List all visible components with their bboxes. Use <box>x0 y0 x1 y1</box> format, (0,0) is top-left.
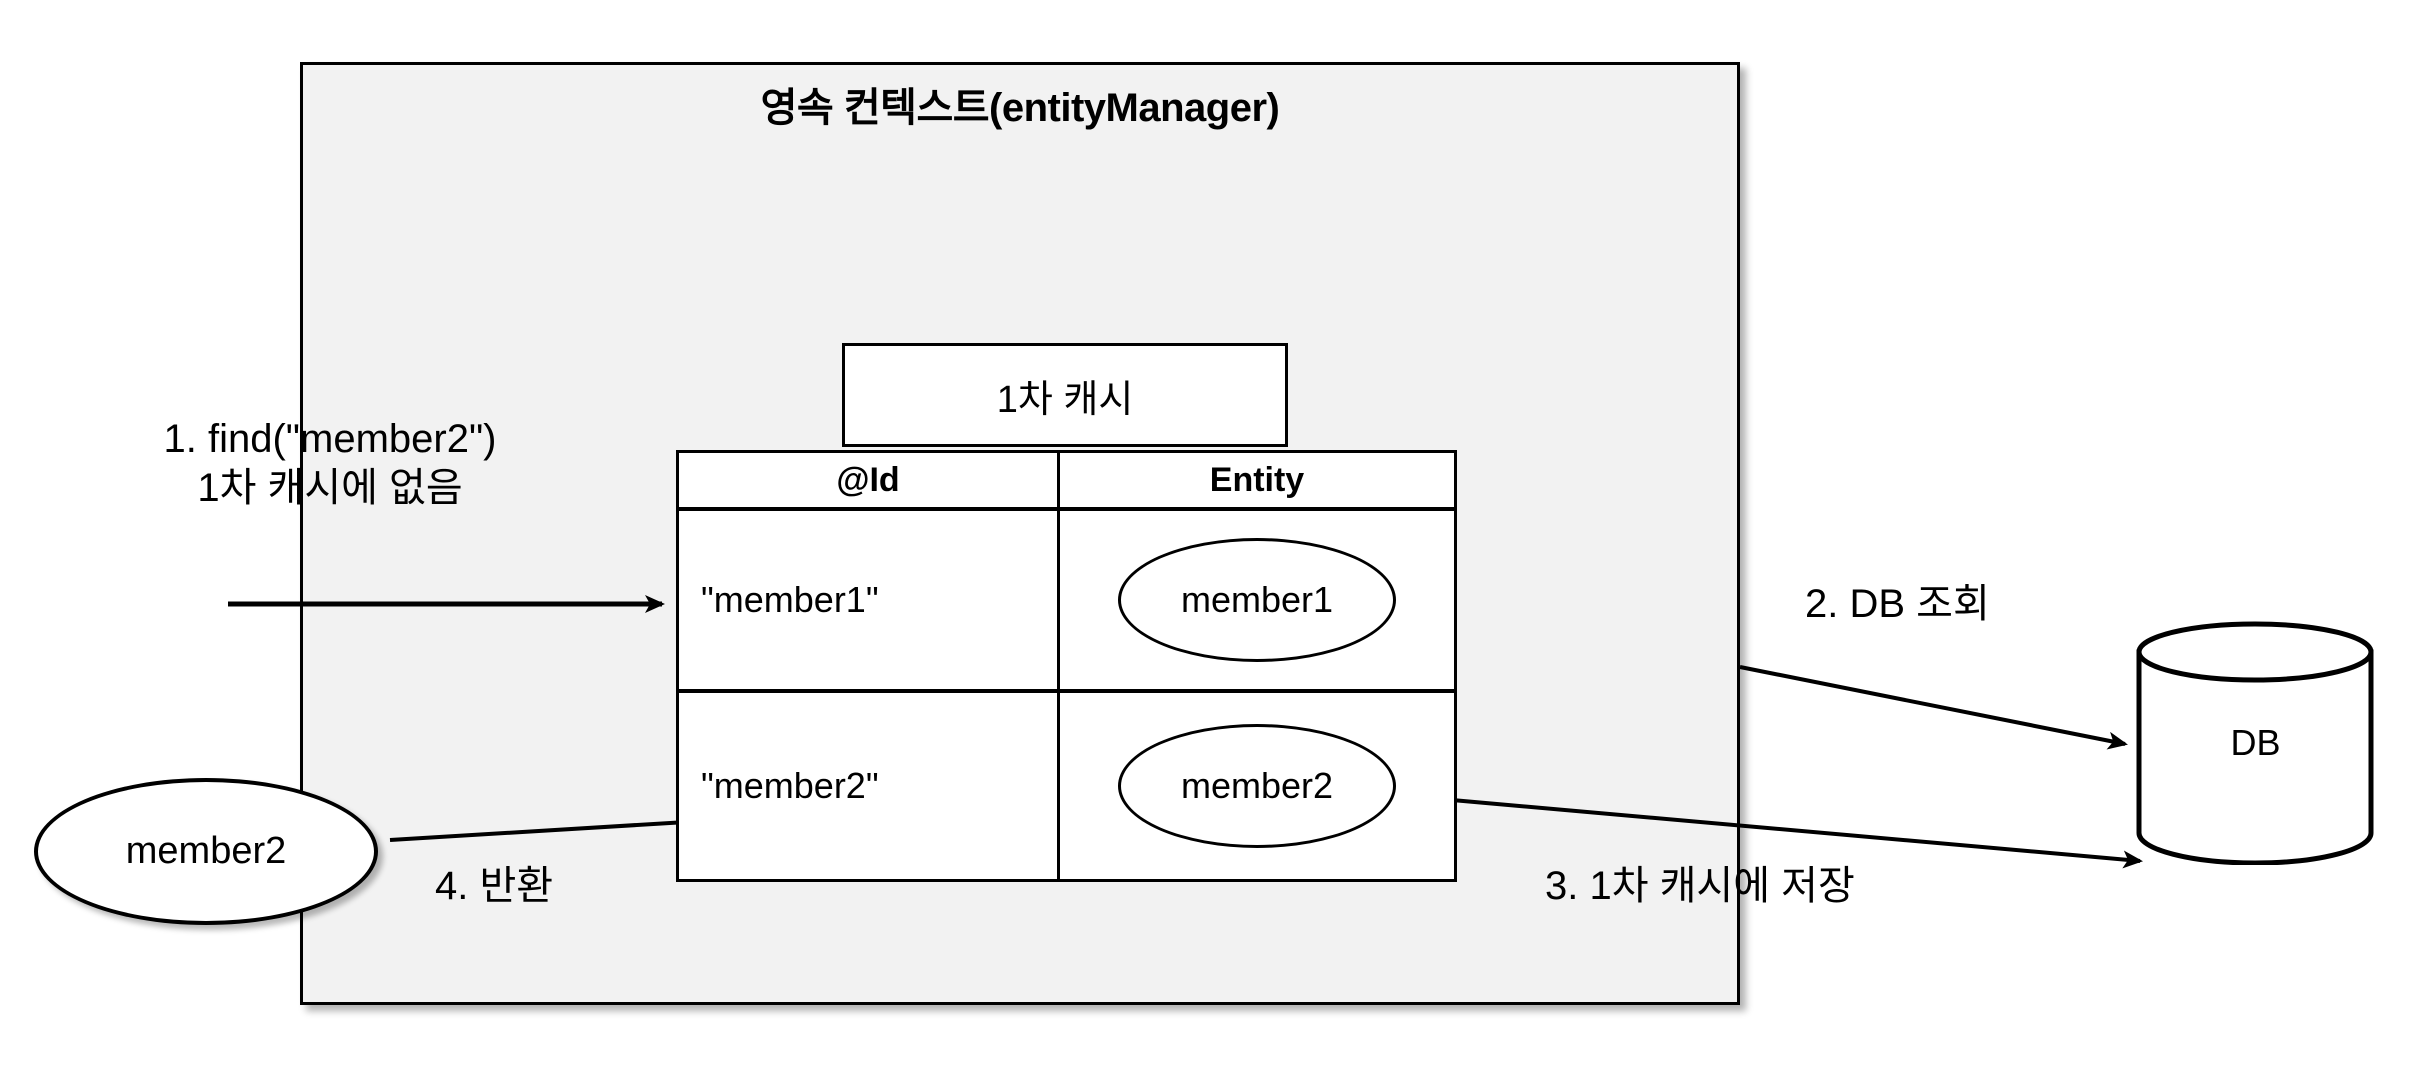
step-3-label: 3. 1차 캐시에 저장 <box>1545 864 1855 908</box>
table-header-row: @Id Entity <box>679 453 1454 511</box>
cell-entity-text: member2 <box>1180 765 1334 806</box>
step-2-label: 2. DB 조회 <box>1805 582 1990 626</box>
column-header-id: @Id <box>679 453 1060 507</box>
database-cylinder-icon: DB <box>2135 620 2376 866</box>
cell-id-text: "member2" <box>701 765 879 806</box>
cell-entity-text: member1 <box>1180 579 1334 620</box>
first-level-cache-label: 1차 캐시 <box>996 378 1134 421</box>
entity-oval-icon: member2 <box>1118 724 1396 848</box>
column-header-entity: Entity <box>1209 460 1305 499</box>
table-row: "member1" member1 <box>679 511 1454 693</box>
first-level-cache-table: @Id Entity "member1" member1 "member2" m… <box>676 450 1457 882</box>
step-4-label: 4. 반환 <box>435 864 554 908</box>
table-row: "member2" member2 <box>679 693 1454 879</box>
entity-oval-icon: member1 <box>1118 538 1396 662</box>
cell-entity: member1 <box>1060 511 1454 689</box>
cell-id: "member2" <box>679 693 1060 879</box>
cell-id: "member1" <box>679 511 1060 689</box>
returned-entity-label: member2 <box>125 830 287 872</box>
database-label: DB <box>2230 721 2281 763</box>
step-1-label: 1. find("member2") 1차 캐시에 없음 <box>163 417 497 510</box>
persistence-context-title: 영속 컨텍스트(entityManager) <box>760 86 1280 130</box>
first-level-cache-label-box: 1차 캐시 <box>842 343 1288 447</box>
arrow-step-2 <box>1739 665 2128 750</box>
returned-entity-oval-icon: member2 <box>34 778 378 925</box>
cell-entity: member2 <box>1060 693 1454 879</box>
cell-id-text: "member1" <box>701 579 879 620</box>
